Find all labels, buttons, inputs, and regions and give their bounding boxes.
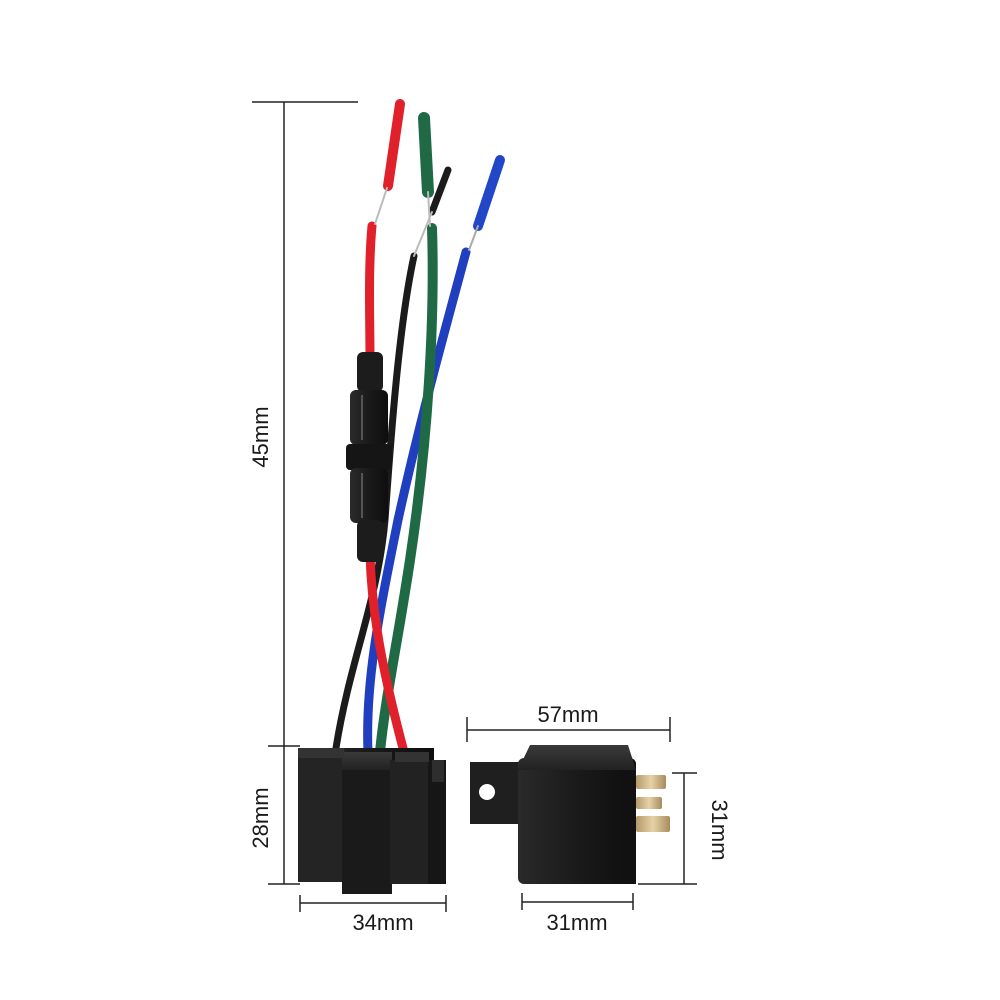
mounting-hole — [479, 784, 495, 800]
relay — [470, 745, 670, 884]
relay-pin — [636, 816, 670, 832]
blue-wire-strand — [468, 225, 479, 251]
green-wire-end — [418, 112, 434, 198]
relay-length-label: 57mm — [537, 702, 598, 727]
black-wire-end — [428, 166, 452, 216]
red-wire-end — [383, 99, 405, 191]
red-wire-strand — [374, 187, 388, 225]
dimension-lines — [252, 101, 697, 912]
relay-height-label: 31mm — [707, 799, 732, 860]
green-wire-strand — [427, 191, 431, 227]
relay-pin — [636, 775, 666, 789]
relay-mounting-tab — [470, 762, 520, 824]
relay-width-label: 31mm — [546, 910, 607, 935]
socket-width-label: 34mm — [352, 910, 413, 935]
harness-height-label: 45mm — [248, 406, 273, 467]
red-wire — [365, 221, 377, 365]
socket-height-label: 28mm — [248, 787, 273, 848]
blue-wire-end — [473, 155, 505, 231]
relay-socket — [298, 748, 446, 894]
relay-pin — [636, 797, 662, 809]
blue-wire — [363, 247, 471, 757]
fuse-holder — [346, 352, 392, 562]
red-wire-lower — [365, 550, 409, 757]
